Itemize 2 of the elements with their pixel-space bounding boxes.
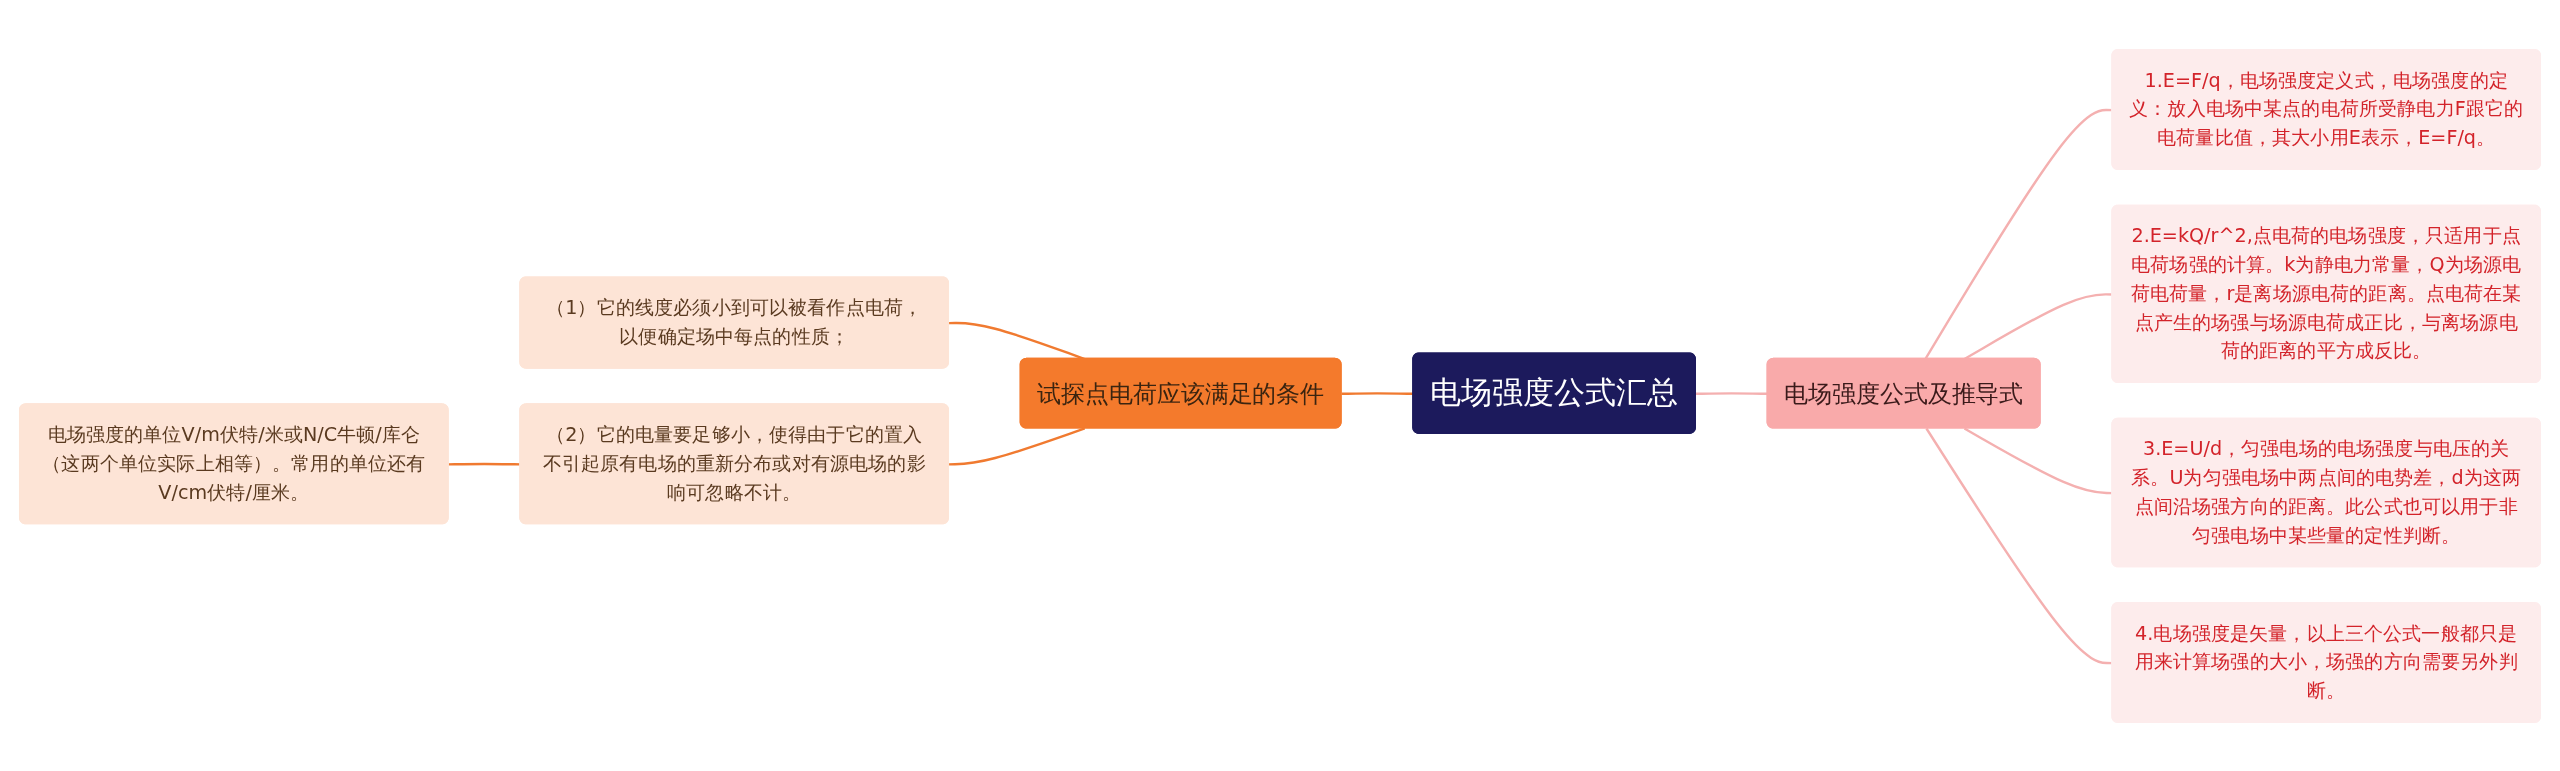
connector — [1695, 391, 1768, 395]
connector — [949, 426, 1086, 466]
